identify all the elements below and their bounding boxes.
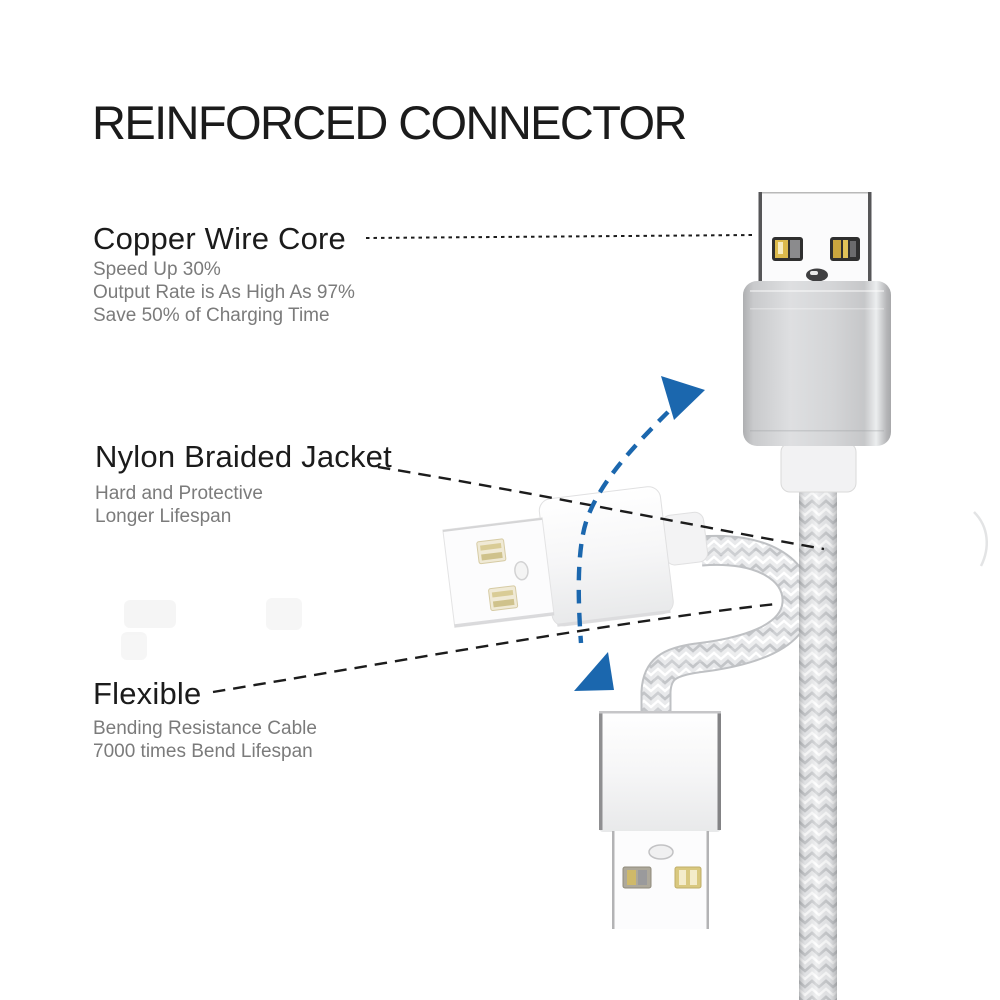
faint-edge-artifact (973, 511, 988, 567)
usb-hole (648, 844, 674, 860)
bend-arrow-down-icon (574, 652, 614, 691)
usb-cable-vertical (799, 489, 837, 1000)
usb-contacts-bottom (622, 866, 702, 889)
usb-plug-top (743, 192, 891, 493)
usb-plug-bottom (599, 711, 721, 929)
leader-line-nylon (377, 465, 825, 551)
leader-line-copper (365, 234, 754, 239)
usb-plug-middle (442, 486, 709, 628)
watermark-artifacts (121, 598, 302, 660)
usb-contacts-top (772, 237, 860, 261)
bend-arrow-path (574, 376, 705, 691)
usb-hole (514, 561, 529, 581)
usb-hole (806, 268, 828, 282)
cable-loop (640, 534, 813, 716)
bend-arrow-up-icon (661, 376, 705, 420)
leader-line-flexible (212, 602, 777, 694)
usb-contacts-middle (476, 538, 519, 612)
